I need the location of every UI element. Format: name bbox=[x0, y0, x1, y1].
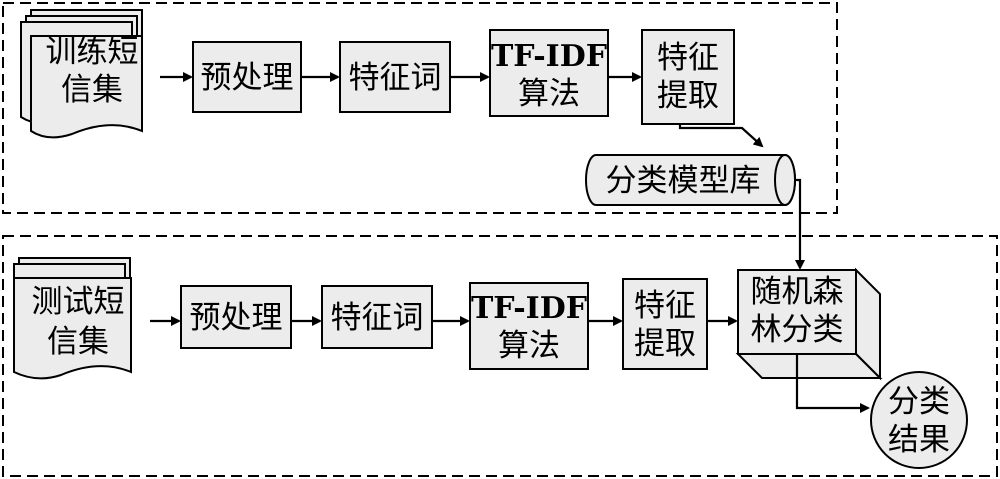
train-source-label-2: 信集 bbox=[61, 72, 123, 108]
train-feature-extract-box: 特征 提取 bbox=[641, 29, 735, 125]
test-tfidf-box: TF-IDF 算法 bbox=[469, 282, 589, 370]
test-preprocess-label: 预处理 bbox=[190, 300, 283, 336]
result-label: 分类 bbox=[888, 384, 950, 420]
result-circle: 分类 结果 bbox=[870, 371, 968, 469]
test-source-label-2: 信集 bbox=[47, 324, 109, 360]
classifier-label: 随机森 bbox=[751, 274, 844, 310]
train-tfidf-label: TF-IDF bbox=[491, 39, 607, 74]
arrow-model-db-to-classifier bbox=[795, 178, 805, 270]
train-source-label: 训练短 bbox=[46, 34, 139, 70]
result-label-2: 结果 bbox=[888, 422, 950, 458]
model-database-label: 分类模型库 bbox=[606, 163, 761, 199]
arrow-classifier-to-result bbox=[795, 354, 870, 413]
test-feature-words-box: 特征词 bbox=[321, 285, 433, 349]
train-tfidf-box: TF-IDF 算法 bbox=[489, 29, 609, 117]
train-preprocess-label: 预处理 bbox=[201, 60, 294, 96]
train-feature-extract-label-2: 提取 bbox=[657, 78, 719, 114]
test-preprocess-box: 预处理 bbox=[180, 285, 292, 349]
classifier-label-2: 林分类 bbox=[751, 312, 844, 348]
test-tfidf-label-2: 算法 bbox=[498, 328, 560, 364]
arrow-train-extract-to-model-db bbox=[678, 124, 764, 148]
train-preprocess-box: 预处理 bbox=[192, 41, 302, 113]
random-forest-classifier-box: 随机森 林分类 bbox=[735, 267, 883, 381]
model-database-cylinder: 分类模型库 bbox=[585, 154, 796, 206]
test-feature-words-label: 特征词 bbox=[331, 300, 424, 336]
testing-phase-frame bbox=[2, 235, 998, 477]
train-feature-words-label: 特征词 bbox=[349, 60, 442, 96]
test-tfidf-label: TF-IDF bbox=[471, 291, 587, 326]
test-feature-extract-label-2: 提取 bbox=[634, 326, 696, 362]
test-source-document: 测试短 信集 bbox=[13, 257, 132, 380]
test-source-label: 测试短 bbox=[32, 284, 125, 320]
test-feature-extract-label: 特征 bbox=[634, 288, 696, 324]
train-tfidf-label-2: 算法 bbox=[518, 76, 580, 112]
training-phase-frame bbox=[2, 2, 838, 214]
test-feature-extract-box: 特征 提取 bbox=[622, 278, 708, 370]
train-source-document: 训练短 信集 bbox=[20, 9, 143, 139]
train-feature-extract-label: 特征 bbox=[657, 40, 719, 76]
train-feature-words-box: 特征词 bbox=[339, 41, 451, 113]
